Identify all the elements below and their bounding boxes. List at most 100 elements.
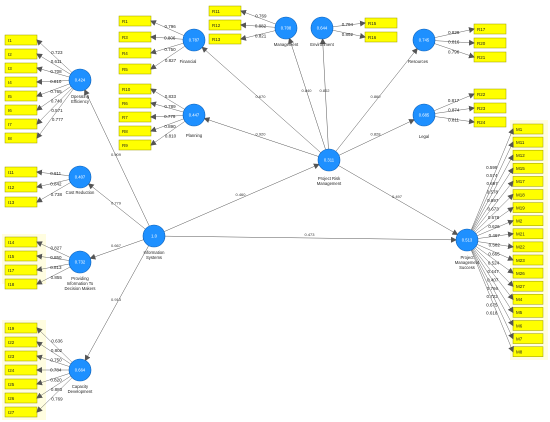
loading-arrow bbox=[472, 167, 514, 231]
path-coefficient: 0.497 bbox=[392, 194, 403, 199]
loading-arrow bbox=[472, 249, 514, 314]
loading-arrow bbox=[240, 22, 276, 29]
outer-loading: 0.673 bbox=[487, 206, 499, 211]
outer-loading: 0.855 bbox=[51, 275, 63, 280]
indicator-label: I23 bbox=[8, 354, 15, 359]
loading-arrow bbox=[36, 86, 72, 111]
outer-loading: 0.816 bbox=[448, 40, 460, 45]
loading-arrow bbox=[240, 9, 276, 25]
outer-loading: 0.678 bbox=[488, 215, 500, 220]
loading-arrow bbox=[477, 241, 514, 250]
loading-arrow bbox=[473, 180, 514, 232]
latent-node[interactable] bbox=[310, 16, 334, 40]
indicator-label: R10 bbox=[122, 87, 131, 92]
latent-label: Operating bbox=[71, 94, 90, 99]
loading-arrow bbox=[434, 43, 475, 59]
indicator-label: I13 bbox=[8, 200, 15, 205]
latent-label: Environment bbox=[310, 42, 334, 47]
indicator-label: I3 bbox=[8, 66, 12, 71]
loading-arrow bbox=[36, 87, 73, 125]
indicator-label: R4 bbox=[122, 51, 128, 56]
loading-arrow bbox=[471, 249, 514, 340]
latent-label: Resources bbox=[408, 59, 428, 64]
path-is-to-cr bbox=[87, 183, 146, 230]
path-is-to-cd bbox=[84, 245, 149, 362]
indicator-label: I27 bbox=[8, 410, 15, 415]
latent-node[interactable] bbox=[455, 228, 479, 252]
loading-arrow bbox=[332, 20, 366, 27]
latent-node[interactable] bbox=[317, 148, 341, 172]
indicator-label: I26 bbox=[8, 396, 15, 401]
indicator-label: I4 bbox=[8, 80, 12, 85]
outer-loading: 0.874 bbox=[448, 108, 460, 113]
latent-node[interactable] bbox=[274, 16, 298, 40]
path-coefficient: 0.779 bbox=[111, 201, 122, 206]
latent-node[interactable] bbox=[182, 28, 206, 52]
latent-node[interactable] bbox=[68, 165, 92, 189]
loading-arrow bbox=[474, 247, 514, 287]
outer-loading: 0.467 bbox=[489, 233, 501, 238]
outer-loading: 0.779 bbox=[164, 114, 176, 119]
loading-arrow bbox=[36, 354, 70, 367]
latent-node[interactable] bbox=[142, 224, 166, 248]
r-squared-value: 0.732 bbox=[75, 260, 86, 265]
latent-node[interactable] bbox=[68, 250, 92, 274]
loading-arrow bbox=[434, 39, 475, 46]
loading-arrow bbox=[150, 42, 184, 55]
path-is-to-pms bbox=[164, 235, 458, 243]
loading-arrow bbox=[150, 20, 185, 36]
indicator-label: M7 bbox=[516, 336, 523, 341]
path-coefficient: 0.920 bbox=[256, 132, 267, 137]
outer-loading: 0.828 bbox=[448, 30, 460, 35]
indicator-label: I15 bbox=[8, 254, 15, 259]
loading-arrow bbox=[434, 105, 475, 114]
loading-arrow bbox=[434, 116, 475, 125]
r-squared-value: 0.447 bbox=[189, 113, 200, 118]
outer-loading: 0.618 bbox=[486, 311, 498, 316]
latent-node[interactable] bbox=[182, 103, 206, 127]
loading-arrow bbox=[36, 169, 70, 176]
path-prm-to-mgt bbox=[288, 37, 326, 150]
outer-loading: 0.738 bbox=[51, 192, 63, 197]
outer-loading: 0.796 bbox=[448, 49, 460, 54]
loading-arrow bbox=[476, 244, 514, 261]
loading-arrow bbox=[36, 373, 70, 386]
path-prm-to-leg bbox=[338, 119, 415, 156]
r-squared-value: 0.685 bbox=[419, 113, 430, 118]
indicator-label: R12 bbox=[212, 23, 221, 28]
loading-arrow bbox=[36, 83, 70, 98]
indicator-label: M8 bbox=[516, 350, 523, 355]
path-is-to-oe bbox=[84, 89, 150, 227]
latent-node[interactable] bbox=[68, 358, 92, 382]
latent-node[interactable] bbox=[68, 68, 92, 92]
indicator-label: R16 bbox=[368, 35, 377, 40]
latent-node[interactable] bbox=[412, 28, 436, 52]
outer-loading: 0.777 bbox=[52, 117, 64, 122]
indicator-label: R9 bbox=[122, 143, 128, 148]
r-squared-value: 0.424 bbox=[75, 78, 86, 83]
indicator-label: R8 bbox=[122, 129, 128, 134]
outer-loading: 0.850 bbox=[50, 255, 62, 260]
indicator-label: R22 bbox=[477, 92, 486, 97]
loading-arrow bbox=[470, 250, 514, 353]
indicator-label: I7 bbox=[8, 122, 12, 127]
indicator-label: M19 bbox=[516, 205, 525, 210]
indicator-label: I18 bbox=[8, 282, 15, 287]
outer-loading: 0.817 bbox=[448, 98, 460, 103]
loading-arrow bbox=[471, 128, 514, 230]
path-prm-to-pln bbox=[203, 117, 319, 157]
latent-node[interactable] bbox=[412, 103, 436, 127]
